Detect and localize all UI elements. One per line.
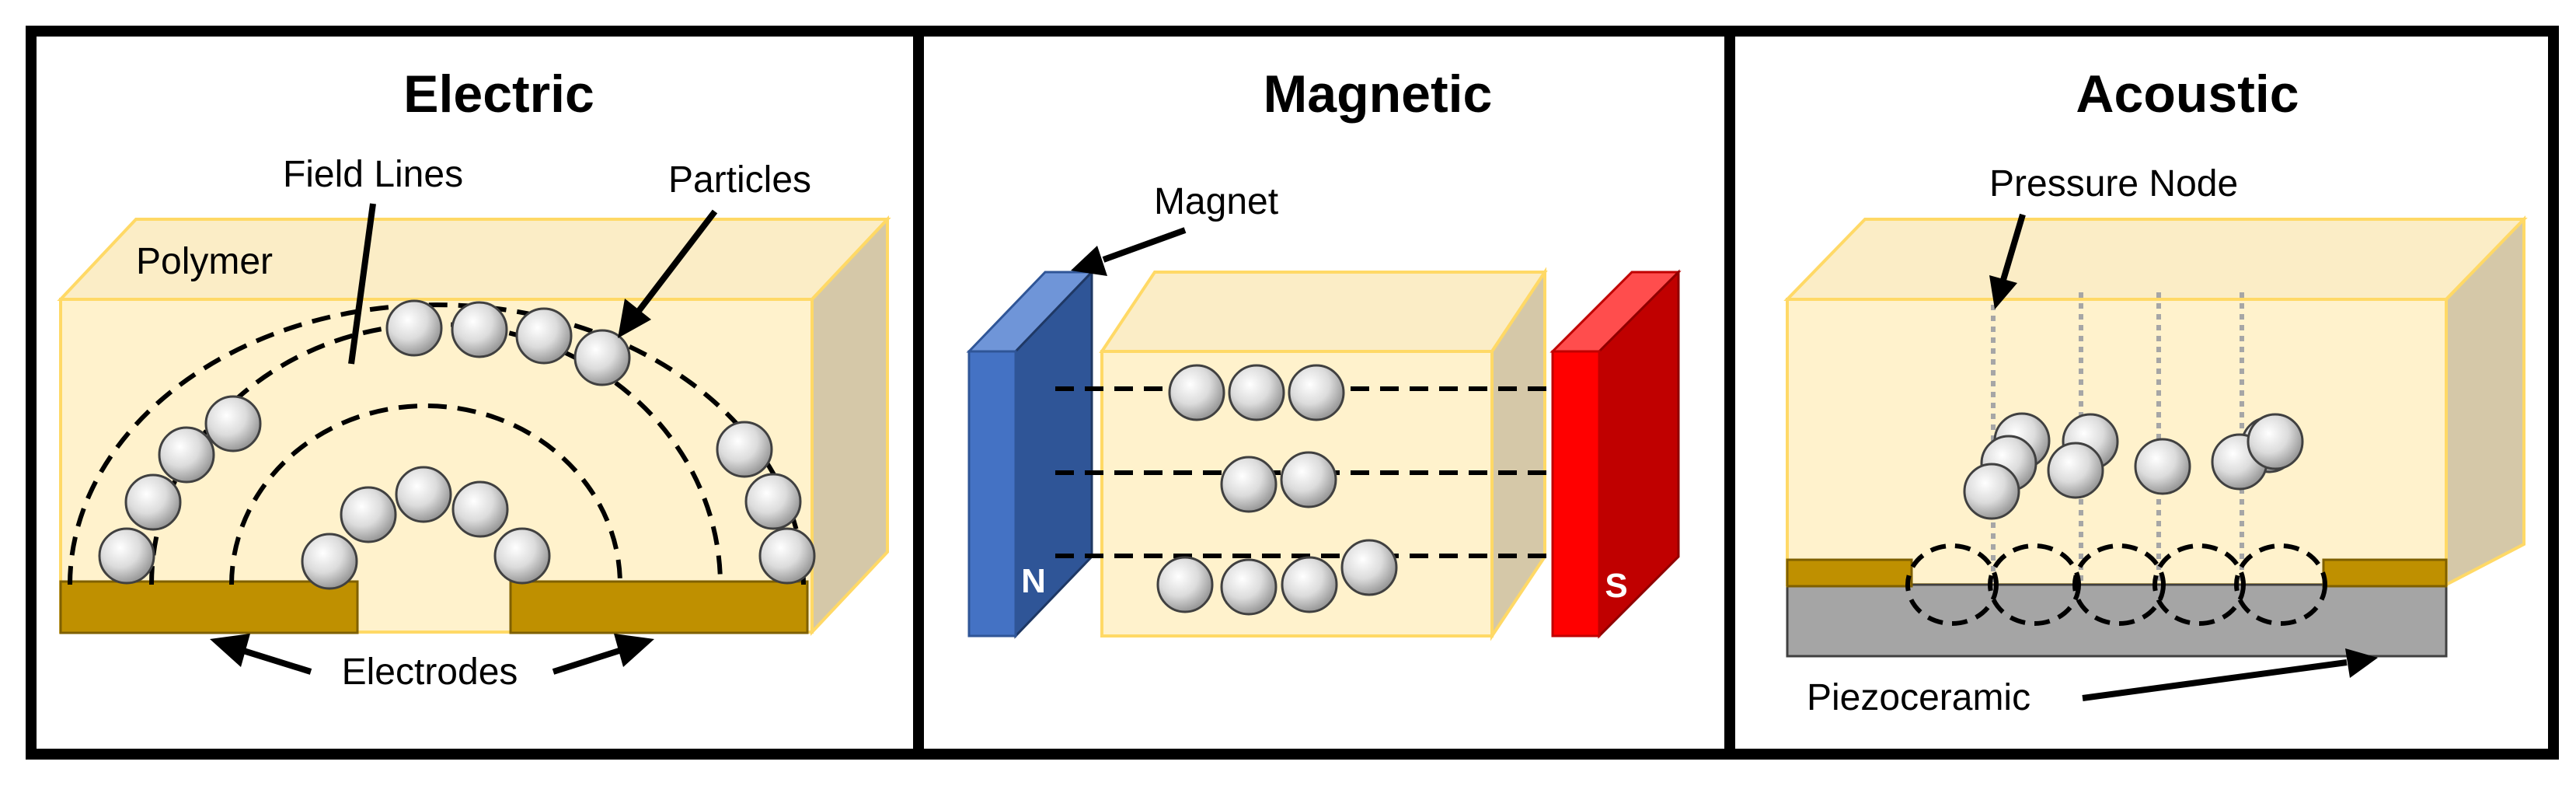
piezoceramic-pointer	[2082, 659, 2348, 701]
particle	[98, 527, 155, 585]
arrowhead	[2345, 648, 2378, 678]
arrowhead	[210, 634, 250, 667]
particle	[2134, 438, 2191, 495]
polymer-top	[1099, 271, 1548, 353]
particle	[573, 329, 631, 386]
electrode-left	[1786, 558, 1913, 588]
particle	[2047, 442, 2104, 499]
electrode-right	[2322, 558, 2448, 588]
particle	[451, 480, 509, 538]
particle	[493, 527, 551, 585]
particle	[385, 299, 443, 357]
panel-acoustic: Acoustic	[1783, 65, 2528, 718]
wave-lobe	[2072, 543, 2166, 626]
field-lines-pointer	[348, 203, 376, 365]
particles-pointer	[636, 209, 718, 313]
particle	[1168, 364, 1225, 421]
magnet-south	[1549, 269, 1682, 639]
arrowhead	[1989, 275, 2017, 309]
pressure-node-label: Pressure Node	[1989, 163, 2238, 204]
particle	[1228, 364, 1285, 421]
particle	[301, 533, 358, 590]
piezoceramic-layer	[1786, 583, 2448, 658]
magnet-north	[966, 269, 1095, 639]
panel-magnetic: Magnetic	[966, 65, 1682, 641]
panel-electric: Electric Polymer	[57, 65, 891, 693]
magnet-pointer	[1102, 227, 1187, 263]
polymer-label: Polymer	[136, 241, 273, 282]
wave-lobe	[2152, 543, 2246, 626]
particles-magnetic	[1156, 364, 1398, 616]
electrodes-pointer-right	[552, 647, 623, 675]
magnet-label: Magnet	[1154, 181, 1278, 222]
polymer-block-acoustic	[1783, 215, 2528, 588]
arrowhead	[618, 299, 651, 338]
particle	[515, 307, 573, 365]
particle	[744, 473, 802, 530]
particles-acoustic	[1963, 412, 2304, 520]
panel-title-acoustic: Acoustic	[2076, 65, 2299, 124]
polymer-top	[1783, 218, 2528, 301]
particle	[1280, 451, 1337, 508]
particle	[1156, 556, 1214, 613]
wave-lobe	[1988, 543, 2081, 626]
electrode-right	[509, 580, 809, 634]
particle	[340, 486, 397, 543]
particle	[1340, 539, 1398, 596]
particle	[1281, 556, 1338, 613]
pressure-node-pointer	[2000, 213, 2026, 281]
particle	[1220, 456, 1278, 513]
field-lines-label: Field Lines	[283, 154, 463, 195]
wave-lobe	[2234, 543, 2327, 626]
electrode-left	[59, 580, 359, 634]
particle	[124, 473, 182, 531]
particle	[2247, 413, 2304, 470]
particle	[716, 421, 773, 478]
particle	[1288, 364, 1345, 421]
electrodes-pointer-left	[239, 647, 312, 675]
particles-label: Particles	[668, 159, 811, 201]
arrowhead	[1071, 246, 1107, 276]
particles-electric	[98, 299, 816, 590]
particle	[451, 301, 508, 358]
particle	[1963, 463, 2020, 520]
magnet-north-front	[967, 350, 1017, 638]
magnet-south-front	[1551, 350, 1601, 638]
particle	[758, 527, 816, 585]
panel-title-electric: Electric	[403, 65, 594, 124]
particle	[204, 395, 262, 452]
piezoceramic-label: Piezoceramic	[1807, 677, 2030, 718]
standing-wave	[1905, 543, 2327, 626]
south-pole-label: S	[1605, 567, 1627, 605]
panel-title-magnetic: Magnetic	[1264, 65, 1493, 124]
north-pole-label: N	[1021, 562, 1046, 600]
particle	[395, 466, 452, 523]
particle	[158, 426, 215, 484]
arrowhead	[614, 634, 654, 667]
wave-lobe	[1905, 543, 1999, 626]
particle	[1220, 558, 1278, 616]
field-line-outer	[68, 302, 806, 585]
electrodes-label: Electrodes	[342, 652, 518, 693]
